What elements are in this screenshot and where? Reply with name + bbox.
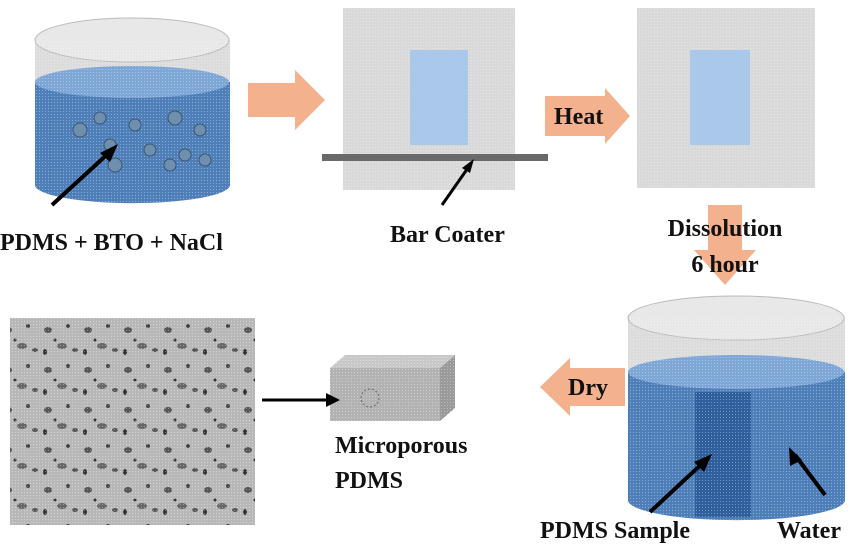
mixture-label: PDMS + BTO + NaCl [0, 230, 223, 256]
heat-label: Heat [554, 104, 603, 130]
water-label: Water [777, 518, 841, 544]
microporous-pdms-block [330, 355, 455, 421]
heat-arrow [545, 88, 630, 144]
dissolution-time-label: 6 hour [691, 252, 759, 278]
microporous-label: Microporous [335, 433, 467, 459]
bar-coater-bar [322, 154, 548, 161]
dissolution-label: Dissolution [668, 216, 783, 242]
mixture-beaker [34, 17, 230, 207]
water-beaker [627, 295, 845, 521]
dry-label: Dry [568, 375, 608, 401]
dry-arrow [540, 358, 625, 416]
pdms-sample-label: PDMS Sample [540, 518, 690, 544]
process-arrow-1 [248, 70, 325, 130]
micrograph-arrow [262, 393, 340, 407]
micrograph-image [10, 318, 255, 525]
bar-coater-label: Bar Coater [390, 222, 505, 248]
coating-panel [322, 8, 548, 206]
heated-panel [637, 8, 815, 188]
microporous-label-2: PDMS [335, 468, 403, 494]
dissolution-arrow [694, 205, 756, 285]
